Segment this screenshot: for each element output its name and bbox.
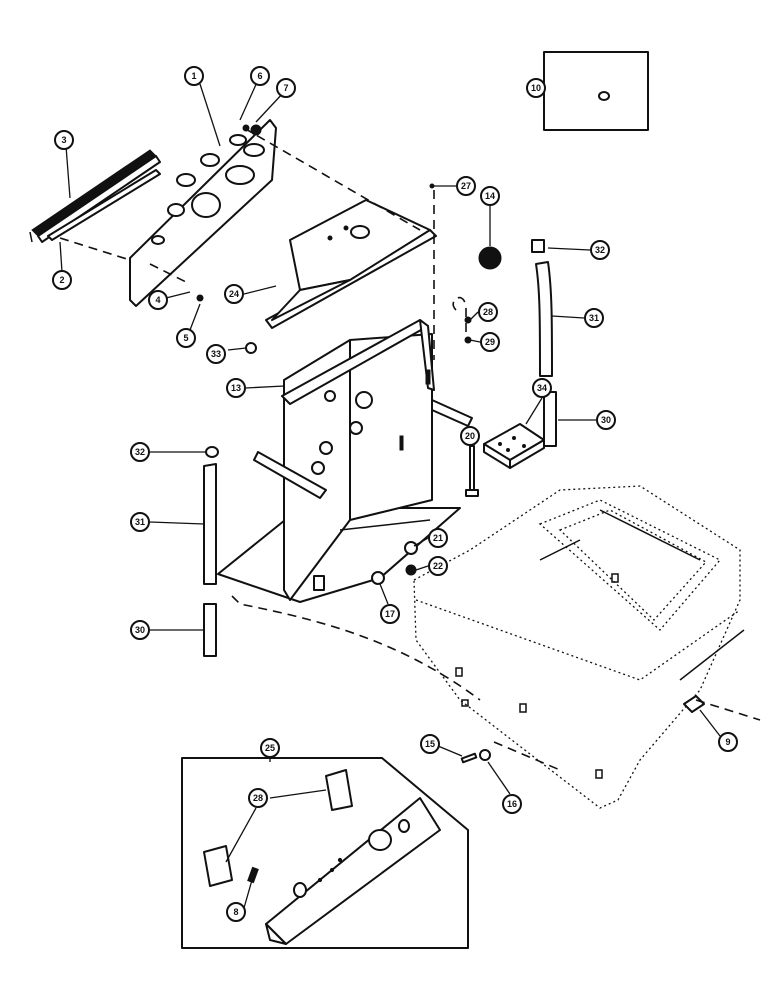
callout-30-left: 30 [130, 620, 150, 640]
callout-32-left: 32 [130, 442, 150, 462]
grommet [478, 246, 502, 270]
callout-22: 22 [428, 556, 448, 576]
callout-30-right: 30 [596, 410, 616, 430]
callout-34: 34 [532, 378, 552, 398]
svg-text:1: 1 [191, 71, 196, 81]
inset-box-bracket [181, 757, 469, 949]
callout-2: 2 [52, 270, 72, 290]
inset-box-grommet [543, 51, 649, 131]
svg-text:10: 10 [531, 83, 541, 93]
svg-text:33: 33 [211, 349, 221, 359]
callout-28: 28 [478, 302, 498, 322]
svg-text:25: 25 [265, 743, 275, 753]
callout-3: 3 [54, 130, 74, 150]
svg-text:9: 9 [725, 737, 730, 747]
callout-7: 7 [276, 78, 296, 98]
svg-text:27: 27 [461, 181, 471, 191]
callout-17: 17 [380, 604, 400, 624]
callout-29: 29 [480, 332, 500, 352]
svg-text:31: 31 [589, 313, 599, 323]
callout-25: 25 [260, 738, 280, 758]
svg-text:2: 2 [59, 275, 64, 285]
svg-text:29: 29 [485, 337, 495, 347]
callout-6-top: 6 [250, 66, 270, 86]
callout-10: 10 [526, 78, 546, 98]
flat-strip [47, 169, 161, 241]
svg-text:28: 28 [253, 793, 263, 803]
callout-16: 16 [502, 794, 522, 814]
callout-4: 4 [148, 290, 168, 310]
svg-text:32: 32 [135, 447, 145, 457]
callout-15: 15 [420, 734, 440, 754]
svg-text:14: 14 [485, 191, 495, 201]
svg-text:30: 30 [135, 625, 145, 635]
callouts: 1 6 7 3 2 4 5 24 27 14 32 31 28 29 33 13… [52, 66, 738, 922]
bolt [465, 445, 479, 497]
callout-14: 14 [480, 186, 500, 206]
callout-27: 27 [456, 176, 476, 196]
left-post-assembly [203, 446, 219, 657]
svg-text:16: 16 [507, 799, 517, 809]
hood-cover [413, 485, 745, 809]
svg-text:3: 3 [61, 135, 66, 145]
callout-20: 20 [460, 426, 480, 446]
svg-text:31: 31 [135, 517, 145, 527]
callout-21: 21 [428, 528, 448, 548]
svg-text:5: 5 [183, 333, 188, 343]
callout-33: 33 [206, 344, 226, 364]
svg-text:7: 7 [283, 83, 288, 93]
callout-13: 13 [226, 378, 246, 398]
right-post-assembly [531, 239, 557, 447]
instrument-panel [129, 119, 277, 307]
channel-strip [29, 149, 161, 243]
support-bracket [265, 199, 437, 329]
svg-text:8: 8 [233, 907, 238, 917]
svg-text:6: 6 [257, 71, 262, 81]
callout-8-inset: 8 [226, 902, 246, 922]
svg-text:24: 24 [229, 289, 239, 299]
svg-text:28: 28 [483, 307, 493, 317]
callout-32-right: 32 [590, 240, 610, 260]
callout-9: 9 [718, 732, 738, 752]
svg-text:30: 30 [601, 415, 611, 425]
callout-31-left: 31 [130, 512, 150, 532]
leader-lines [59, 79, 721, 909]
svg-text:22: 22 [433, 561, 443, 571]
callout-1: 1 [184, 66, 204, 86]
screw-washer [460, 749, 491, 764]
svg-text:15: 15 [425, 739, 435, 749]
console-frame [217, 319, 473, 603]
svg-text:32: 32 [595, 245, 605, 255]
foam-pad [483, 423, 545, 469]
svg-text:34: 34 [537, 383, 547, 393]
callout-5: 5 [176, 328, 196, 348]
callout-31-right: 31 [584, 308, 604, 328]
callout-24: 24 [224, 284, 244, 304]
callout-28-inset: 28 [248, 788, 268, 808]
svg-text:20: 20 [465, 431, 475, 441]
svg-text:13: 13 [231, 383, 241, 393]
hood-clip [683, 695, 705, 713]
svg-text:17: 17 [385, 609, 395, 619]
svg-text:4: 4 [155, 295, 160, 305]
svg-text:21: 21 [433, 533, 443, 543]
